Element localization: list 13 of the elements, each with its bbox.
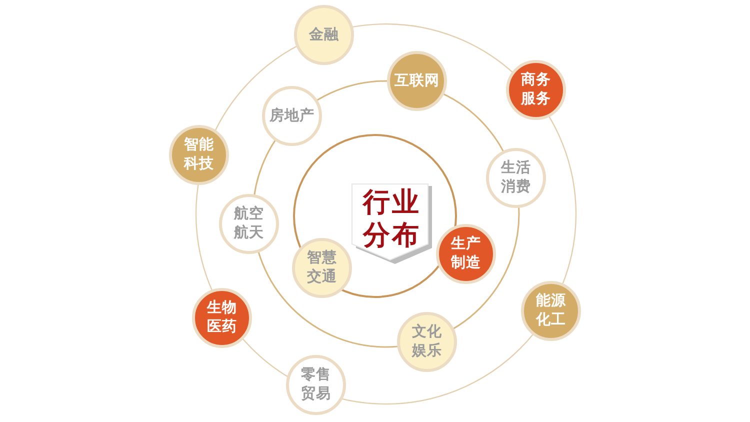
industry-bubble: 商务服务 [506, 60, 566, 120]
industry-bubble: 零售贸易 [286, 355, 346, 415]
industry-bubble: 房地产 [262, 86, 322, 146]
industry-bubble: 金融 [294, 5, 354, 65]
industry-bubble: 生产制造 [436, 224, 496, 284]
industry-bubble: 能源化工 [521, 281, 581, 341]
industry-bubble: 文化娱乐 [397, 312, 457, 372]
industry-bubble: 生活消费 [486, 148, 546, 208]
industry-bubble: 生物医药 [192, 288, 252, 348]
industry-bubble: 航空航天 [219, 194, 279, 254]
industry-bubble: 智慧交通 [292, 238, 352, 298]
industry-bubble: 互联网 [387, 51, 447, 111]
industry-bubble: 智能科技 [169, 125, 229, 185]
